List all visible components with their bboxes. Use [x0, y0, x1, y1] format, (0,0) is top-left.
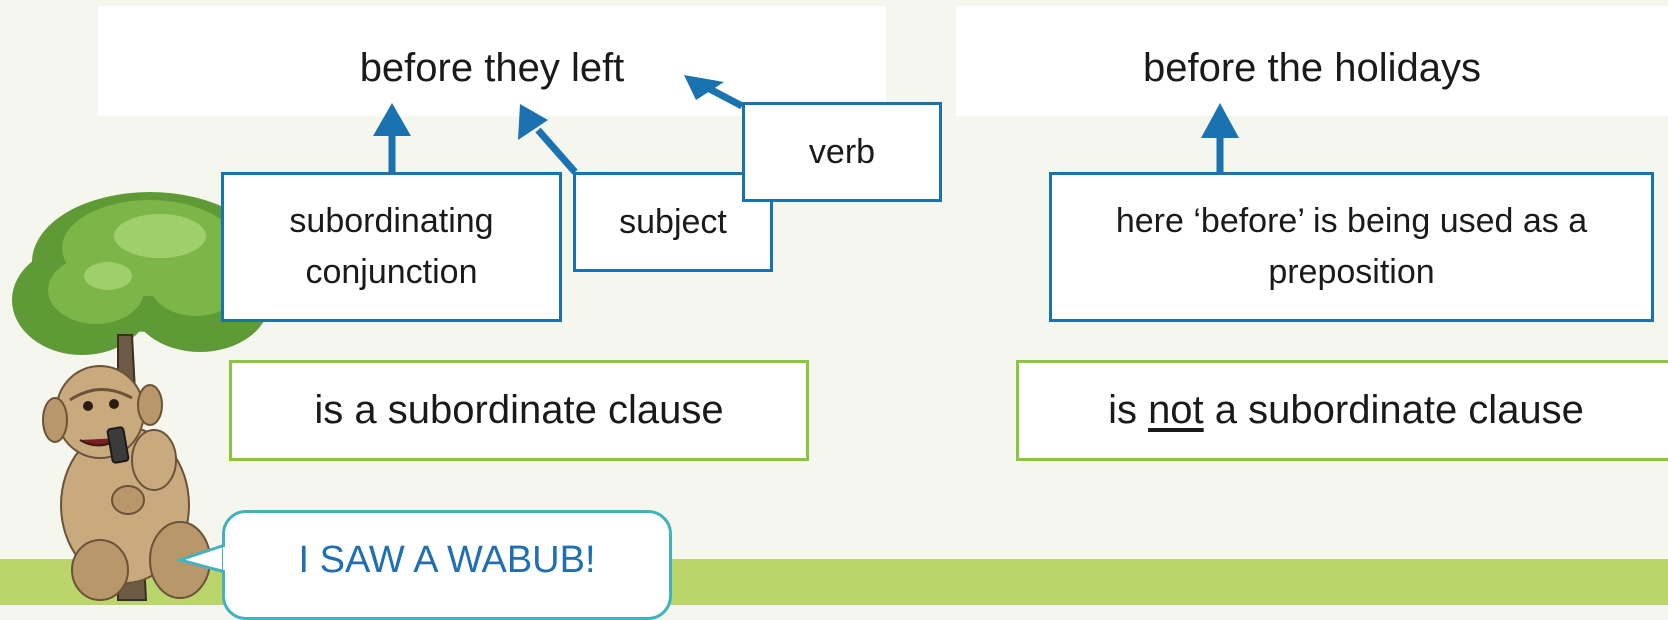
right-result-prefix: is [1108, 388, 1149, 432]
conjunction-label-line2: conjunction [305, 253, 478, 291]
arrowhead-conjunction [373, 103, 411, 136]
preposition-note-line1: here ‘before’ is being used as a [1115, 202, 1588, 240]
arrowhead-preposition [1201, 103, 1239, 138]
arrow-subject [535, 127, 578, 175]
conjunction-label-line1: subordinating [289, 202, 494, 240]
right-result-text: is not a subordinate clause [1108, 388, 1584, 433]
left-phrase-panel: before they left [98, 6, 886, 116]
right-result-suffix: a subordinate clause [1203, 388, 1584, 432]
left-result-text: is a subordinate clause [314, 388, 724, 432]
right-phrase-panel: before the holidays [956, 6, 1668, 116]
left-phrase-text: before they left [359, 46, 625, 90]
right-result-emphasis: not [1148, 388, 1204, 432]
subject-label-box: subject [573, 172, 773, 272]
left-result-box: is a subordinate clause [229, 360, 809, 461]
conjunction-label-box: subordinating conjunction [221, 172, 562, 322]
speech-bubble-text: I SAW A WABUB! [298, 539, 596, 581]
preposition-note-line2: preposition [1268, 253, 1435, 291]
verb-label-box: verb [742, 102, 942, 202]
speech-bubble: I SAW A WABUB! [222, 510, 672, 620]
right-result-box: is not a subordinate clause [1016, 360, 1668, 461]
arrowhead-subject [518, 104, 548, 140]
wabub-character-with-tree [12, 192, 270, 601]
arrowhead-verb [684, 75, 724, 100]
subject-label: subject [619, 202, 727, 241]
verb-label: verb [808, 132, 876, 171]
preposition-note-box: here ‘before’ is being used as a preposi… [1049, 172, 1654, 322]
speech-bubble-tail-cover [0, 0, 1668, 605]
illustration-layer [12, 75, 1239, 601]
right-phrase-text: before the holidays [1142, 46, 1481, 90]
